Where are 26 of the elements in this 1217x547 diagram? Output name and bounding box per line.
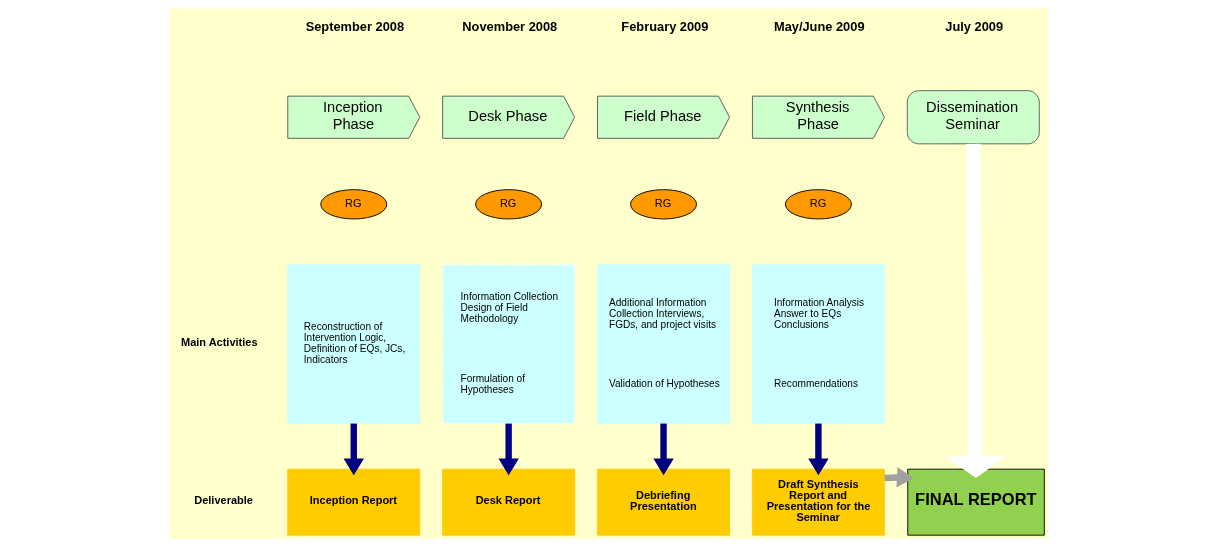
label: September 2008	[305, 18, 404, 34]
label: July 2009	[944, 18, 1003, 34]
node-ellipse: RG	[629, 189, 697, 220]
node-box: FINAL REPORT	[906, 468, 1045, 536]
node-ellipse: RG	[784, 189, 852, 220]
arrow	[652, 423, 674, 476]
node-box: Desk Report	[441, 468, 575, 536]
node-ellipse: RG	[319, 189, 387, 220]
node-box: Reconstruction of Intervention Logic, Definition of EQs, JCs, Indicators	[286, 264, 420, 424]
node-box: Inception Report	[286, 468, 420, 536]
arrow	[497, 423, 519, 476]
label: November 2008	[461, 18, 557, 34]
label: May/June 2009	[773, 18, 865, 34]
label: February 2009	[620, 18, 708, 34]
node-box: Dissemination Seminar	[906, 90, 1040, 145]
label: Deliverable	[193, 494, 253, 507]
arrow	[807, 423, 829, 476]
node-box: Debriefing Presentation	[596, 468, 730, 536]
node-box: Draft Synthesis Report and Presentation for the Seminar	[751, 468, 885, 536]
node-ellipse: RG	[474, 189, 542, 220]
arrow	[944, 143, 1006, 479]
arrow	[343, 423, 364, 476]
node-box: Additional Information Collection Interviews, FGDs, and project visits Validation of Hypotheses	[596, 264, 730, 424]
label: Main Activities	[180, 335, 258, 348]
node-box: Information Collection Design of Field Methodology Formulation of Hypotheses	[441, 264, 575, 424]
node-box: Information Analysis Answer to EQs Conclusions Recommendations	[751, 264, 885, 424]
